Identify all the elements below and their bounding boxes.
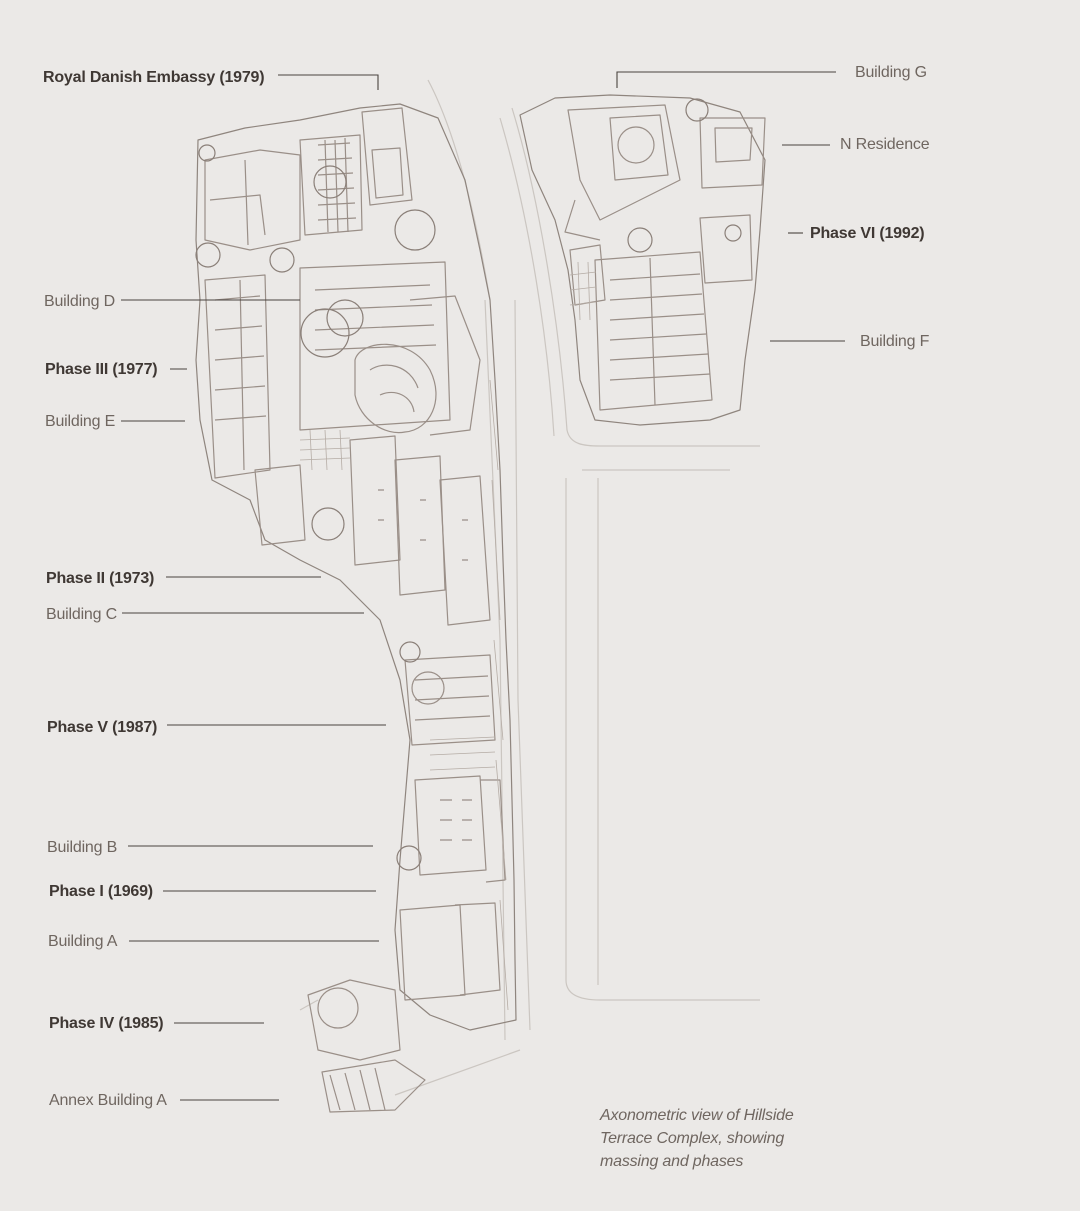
site-outline-right [519, 94, 766, 426]
site-outline-main [195, 103, 517, 1031]
label-phase-iii: Phase III (1977) [45, 361, 158, 378]
paving-grids [299, 261, 597, 1011]
caption-line-3: massing and phases [600, 1153, 744, 1170]
label-phase-v: Phase V (1987) [47, 719, 158, 736]
caption-line-2: Terrace Complex, showing [600, 1130, 785, 1147]
central-plaza [354, 343, 437, 434]
label-annex-building-a: Annex Building A [49, 1092, 167, 1109]
label-building-g: Building G [855, 64, 927, 81]
label-building-d: Building D [44, 293, 115, 310]
label-phase-vi: Phase VI (1992) [810, 225, 925, 242]
label-building-f: Building F [860, 333, 930, 350]
label-phase-i: Phase I (1969) [49, 883, 153, 900]
leader-royal-danish-embassy [278, 74, 379, 90]
leader-lines [121, 71, 845, 1101]
label-building-e: Building E [45, 413, 116, 430]
label-royal-danish-embassy: Royal Danish Embassy (1979) [43, 69, 265, 86]
buildings-left [204, 107, 506, 1113]
street-edges [299, 79, 760, 1096]
label-phase-iv: Phase IV (1985) [49, 1015, 164, 1032]
trees [195, 98, 742, 871]
figure-caption: Axonometric view of Hillside Terrace Com… [600, 1104, 840, 1173]
label-n-residence: N Residence [840, 136, 930, 153]
leader-building-g [616, 71, 836, 88]
label-building-c: Building C [46, 606, 117, 623]
label-building-b: Building B [47, 839, 118, 856]
buildings-right [564, 104, 766, 411]
label-building-a: Building A [48, 933, 118, 950]
label-phase-ii: Phase II (1973) [46, 570, 155, 587]
caption-line-1: Axonometric view of Hillside [600, 1107, 794, 1124]
